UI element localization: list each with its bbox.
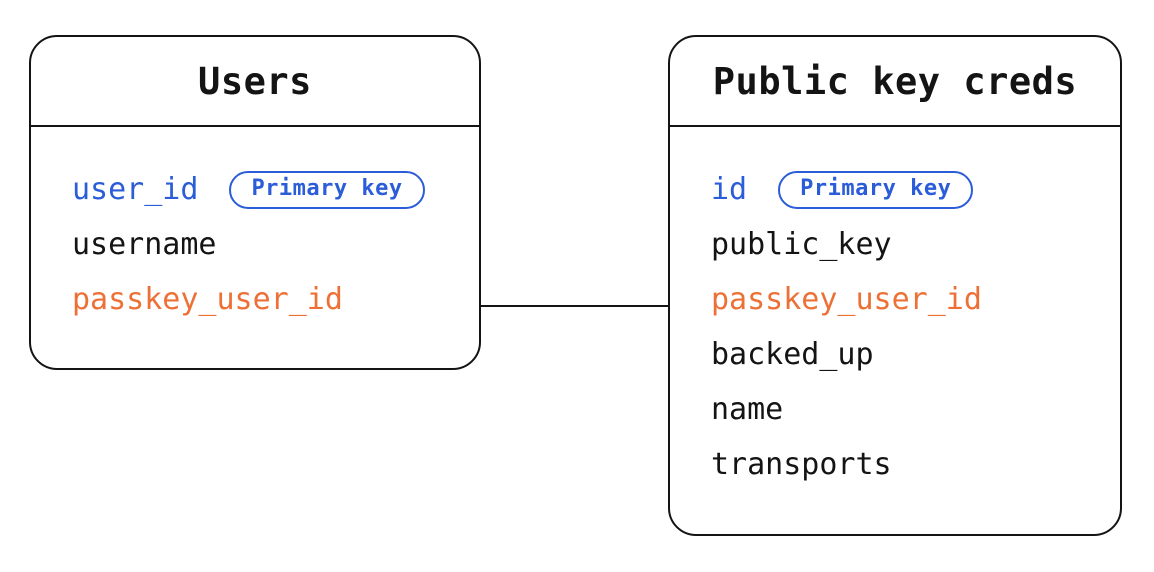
public-key-creds-table-title: Public key creds — [670, 37, 1120, 127]
users-table-title: Users — [31, 37, 479, 127]
field-row: backed_up — [711, 327, 1120, 382]
field-row: id Primary key — [711, 162, 1120, 217]
primary-key-badge: Primary key — [778, 170, 974, 209]
users-table: Users user_id Primary key username passk… — [29, 35, 481, 370]
field-row: public_key — [711, 217, 1120, 272]
field-row: passkey_user_id — [711, 272, 1120, 327]
primary-key-badge: Primary key — [229, 170, 425, 209]
field-row: name — [711, 382, 1120, 437]
field-name: transports — [711, 447, 892, 482]
public-key-creds-table-fields: id Primary key public_key passkey_user_i… — [670, 127, 1120, 492]
users-table-fields: user_id Primary key username passkey_use… — [31, 127, 479, 327]
field-row: transports — [711, 437, 1120, 492]
field-name: user_id — [72, 172, 199, 207]
field-name: passkey_user_id — [72, 282, 343, 317]
field-name: name — [711, 392, 784, 427]
field-row: user_id Primary key — [72, 162, 479, 217]
field-row: username — [72, 217, 479, 272]
field-name: passkey_user_id — [711, 282, 982, 317]
field-name: public_key — [711, 227, 892, 262]
field-name: backed_up — [711, 337, 874, 372]
field-name: username — [72, 227, 217, 262]
field-row: passkey_user_id — [72, 272, 479, 327]
relationship-line — [481, 305, 668, 307]
field-name: id — [711, 172, 748, 207]
public-key-creds-table: Public key creds id Primary key public_k… — [668, 35, 1122, 536]
